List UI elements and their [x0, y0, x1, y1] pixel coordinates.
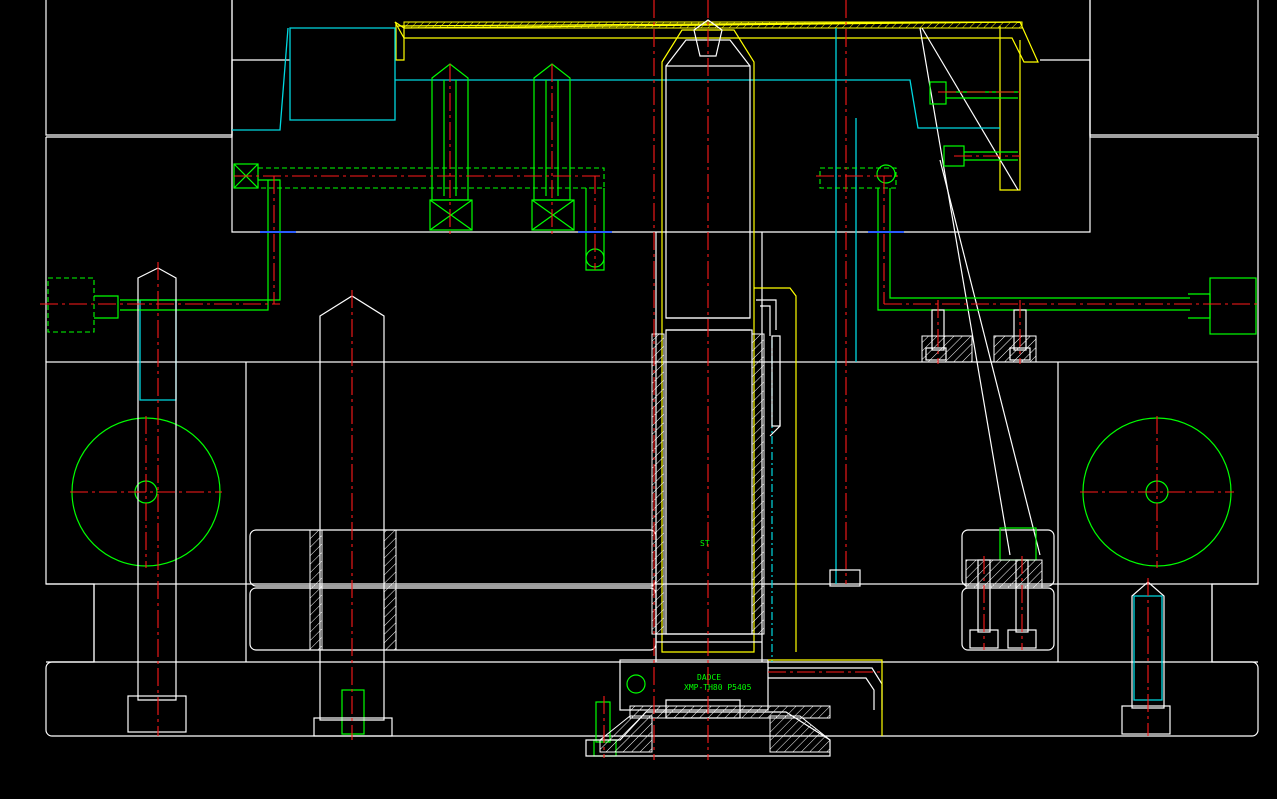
center-lines — [40, 0, 1260, 760]
guide-pillars — [127, 267, 1171, 737]
sprue-mark-label: ST — [700, 539, 710, 548]
cooling-lines — [139, 27, 1163, 701]
unit-brand-label: DADCE — [697, 673, 721, 682]
unit-model-label: XMP-TH80 P5405 — [684, 683, 752, 692]
runner-manifold — [394, 21, 1041, 556]
central-sprue-assembly: ST DADCE XMP-TH80 P5405 — [585, 19, 883, 757]
